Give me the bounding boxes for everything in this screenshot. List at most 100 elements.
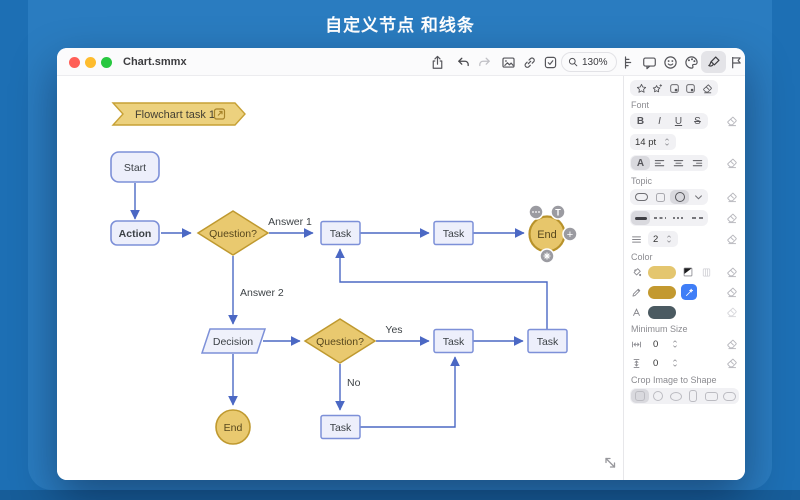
fill-color-swatch[interactable] (648, 265, 676, 279)
zoom-window-button[interactable] (101, 56, 112, 68)
pattern-fill-icon[interactable] (700, 266, 713, 279)
node-decision[interactable]: Decision (200, 328, 267, 354)
zoom-level: 130% (582, 56, 608, 68)
edge-label-answer1[interactable]: Answer 1 (268, 216, 312, 228)
crop-wide-rect-button[interactable] (703, 389, 721, 403)
reset-fill-color-button[interactable] (725, 265, 739, 279)
node-text-badge[interactable]: T (550, 204, 566, 220)
crop-ellipse-button[interactable] (667, 389, 685, 403)
crop-pill-button[interactable] (720, 389, 738, 403)
link-button[interactable] (521, 54, 538, 71)
node-task4[interactable]: Task (527, 328, 568, 354)
redo-button[interactable] (476, 54, 493, 71)
reset-border-width-button[interactable] (725, 232, 739, 246)
shape-more-button[interactable] (689, 190, 707, 204)
align-right-button[interactable] (688, 156, 707, 170)
edge-label-yes[interactable]: Yes (385, 324, 402, 336)
reset-text-color-button[interactable] (725, 305, 739, 319)
reset-stroke-color-button[interactable] (725, 285, 739, 299)
italic-button[interactable]: I (658, 115, 661, 127)
stroke-color-swatch[interactable] (648, 285, 676, 299)
share-button[interactable] (429, 54, 446, 71)
node-action[interactable]: Action (110, 220, 160, 246)
reset-alignment-button[interactable] (725, 156, 739, 170)
shape-circle-button[interactable] (670, 190, 689, 204)
bold-button[interactable]: B (636, 115, 645, 127)
min-width-stepper[interactable] (671, 339, 679, 349)
reset-border-style-button[interactable] (725, 211, 739, 225)
node-banner[interactable]: Flowchart task 1 (111, 102, 246, 126)
border-width-stepper[interactable]: 2 (648, 231, 679, 247)
svg-text:Task: Task (443, 228, 465, 240)
color-section-label: Color (631, 252, 653, 262)
border-dash2-button[interactable] (688, 211, 707, 225)
reset-shape-button[interactable] (725, 190, 739, 204)
palette-button[interactable] (683, 54, 700, 71)
svg-text:T: T (555, 208, 561, 218)
canvas-expand-handle[interactable] (605, 457, 616, 468)
insert-image-button[interactable] (500, 54, 517, 71)
clear-style-button[interactable] (699, 81, 715, 95)
crop-circle-button[interactable] (649, 389, 667, 403)
edge-task5-task3[interactable] (360, 356, 460, 428)
checkbox-button[interactable] (542, 54, 559, 71)
node-question1[interactable]: Question? (196, 210, 270, 256)
reset-font-button[interactable] (725, 114, 739, 128)
paste-style-button[interactable] (683, 81, 699, 95)
reset-min-height-button[interactable] (725, 356, 739, 370)
format-sidebar: Font B I U S 14 pt A Topi (623, 76, 745, 480)
gradient-fill-icon[interactable] (681, 265, 695, 279)
svg-text:Task: Task (537, 336, 559, 348)
autosize-text-button[interactable]: A (631, 156, 650, 170)
border-dashed-button[interactable] (650, 211, 669, 225)
copy-style-button[interactable] (666, 81, 682, 95)
node-task5[interactable]: Task (320, 414, 361, 440)
node-task1[interactable]: Task (320, 220, 361, 246)
flag-button[interactable] (728, 54, 745, 71)
text-color-swatch[interactable] (648, 305, 676, 319)
font-section-label: Font (631, 100, 650, 110)
border-solid-button[interactable] (631, 211, 650, 225)
strikethrough-button[interactable]: S (694, 115, 701, 127)
mindmap-canvas[interactable]: Answer 1 Answer 2 Yes No Flowchart task … (57, 76, 623, 480)
node-add-badge[interactable]: + (562, 226, 578, 242)
zoom-control[interactable]: 130% (561, 52, 617, 72)
outline-view-button[interactable] (620, 54, 637, 71)
edit-style-button[interactable] (650, 81, 666, 95)
node-question2[interactable]: Question? (303, 318, 377, 364)
emoji-button[interactable] (662, 54, 679, 71)
shape-rounded-square-button[interactable] (651, 190, 670, 204)
min-width-value: 0 (653, 338, 659, 350)
underline-button[interactable]: U (674, 115, 683, 127)
edge-label-answer2[interactable]: Answer 2 (240, 287, 284, 299)
min-height-stepper[interactable] (671, 358, 679, 368)
crop-tall-rect-button[interactable] (685, 389, 703, 403)
undo-button[interactable] (455, 54, 472, 71)
auto-color-button[interactable] (681, 284, 697, 300)
close-button[interactable] (69, 56, 80, 68)
node-start[interactable]: Start (110, 151, 160, 183)
node-more-badge[interactable] (528, 204, 544, 220)
node-end1[interactable]: End (528, 215, 566, 253)
style-brush-button[interactable] (705, 54, 722, 71)
node-task2[interactable]: Task (433, 220, 474, 246)
node-end2[interactable]: End (215, 409, 251, 445)
edge-label-no[interactable]: No (347, 377, 361, 389)
favorite-style-button[interactable] (633, 81, 649, 95)
window-title: Chart.smmx (123, 56, 187, 68)
note-button[interactable] (641, 54, 658, 71)
minimize-button[interactable] (85, 56, 96, 68)
search-icon (567, 56, 579, 68)
border-dotted-button[interactable] (669, 211, 688, 225)
titlebar: Chart.smmx 130% (57, 48, 745, 76)
node-task3[interactable]: Task (433, 328, 474, 354)
edge-task4-task1[interactable] (335, 248, 548, 329)
font-size-stepper[interactable]: 14 pt (630, 134, 677, 150)
crop-rounded-square-button[interactable] (631, 389, 649, 403)
align-left-button[interactable] (650, 156, 669, 170)
shape-stadium-button[interactable] (631, 190, 651, 204)
node-style-badge[interactable] (539, 248, 555, 264)
svg-text:Task: Task (330, 228, 352, 240)
reset-min-width-button[interactable] (725, 337, 739, 351)
align-center-button[interactable] (669, 156, 688, 170)
